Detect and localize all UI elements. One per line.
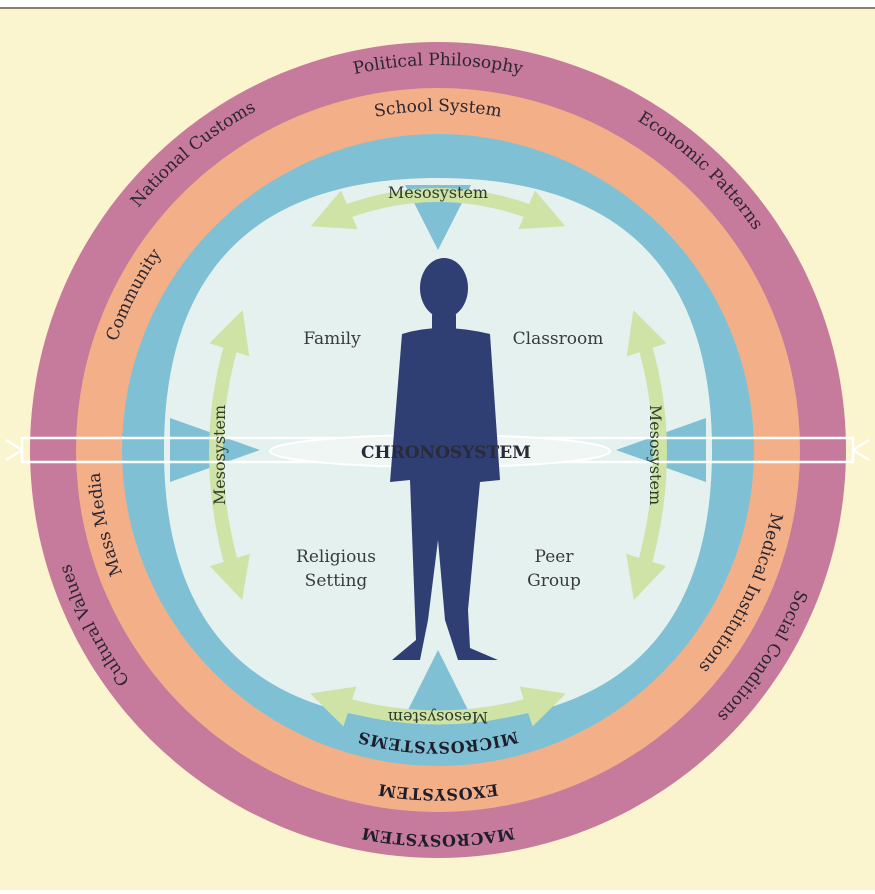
mesosystem-arrow-top [310,188,566,230]
mesosystem-arrow-left [209,310,250,601]
mesosystem-label-left: Mesosystem [210,405,229,505]
mesosystem-label-top: Mesosystem [388,183,488,202]
person-silhouette-icon [390,258,500,660]
religious-label: Religious [296,547,376,567]
mesosystem-label-right: Mesosystem [646,405,665,505]
classroom-label: Classroom [513,329,604,349]
family-label: Family [303,329,361,349]
chronosystem-label: CHRONOSYSTEM [361,443,531,463]
chronosystem-arrow-ends [5,438,870,462]
group-label: Group [527,571,581,591]
setting-label: Setting [305,571,368,591]
peer-label: Peer [535,547,575,567]
mesosystem-label-bottom: Mesosystem [388,708,488,727]
mesosystem-arrow-right [626,310,667,601]
mesosystem-arrow-bottom [310,686,566,727]
